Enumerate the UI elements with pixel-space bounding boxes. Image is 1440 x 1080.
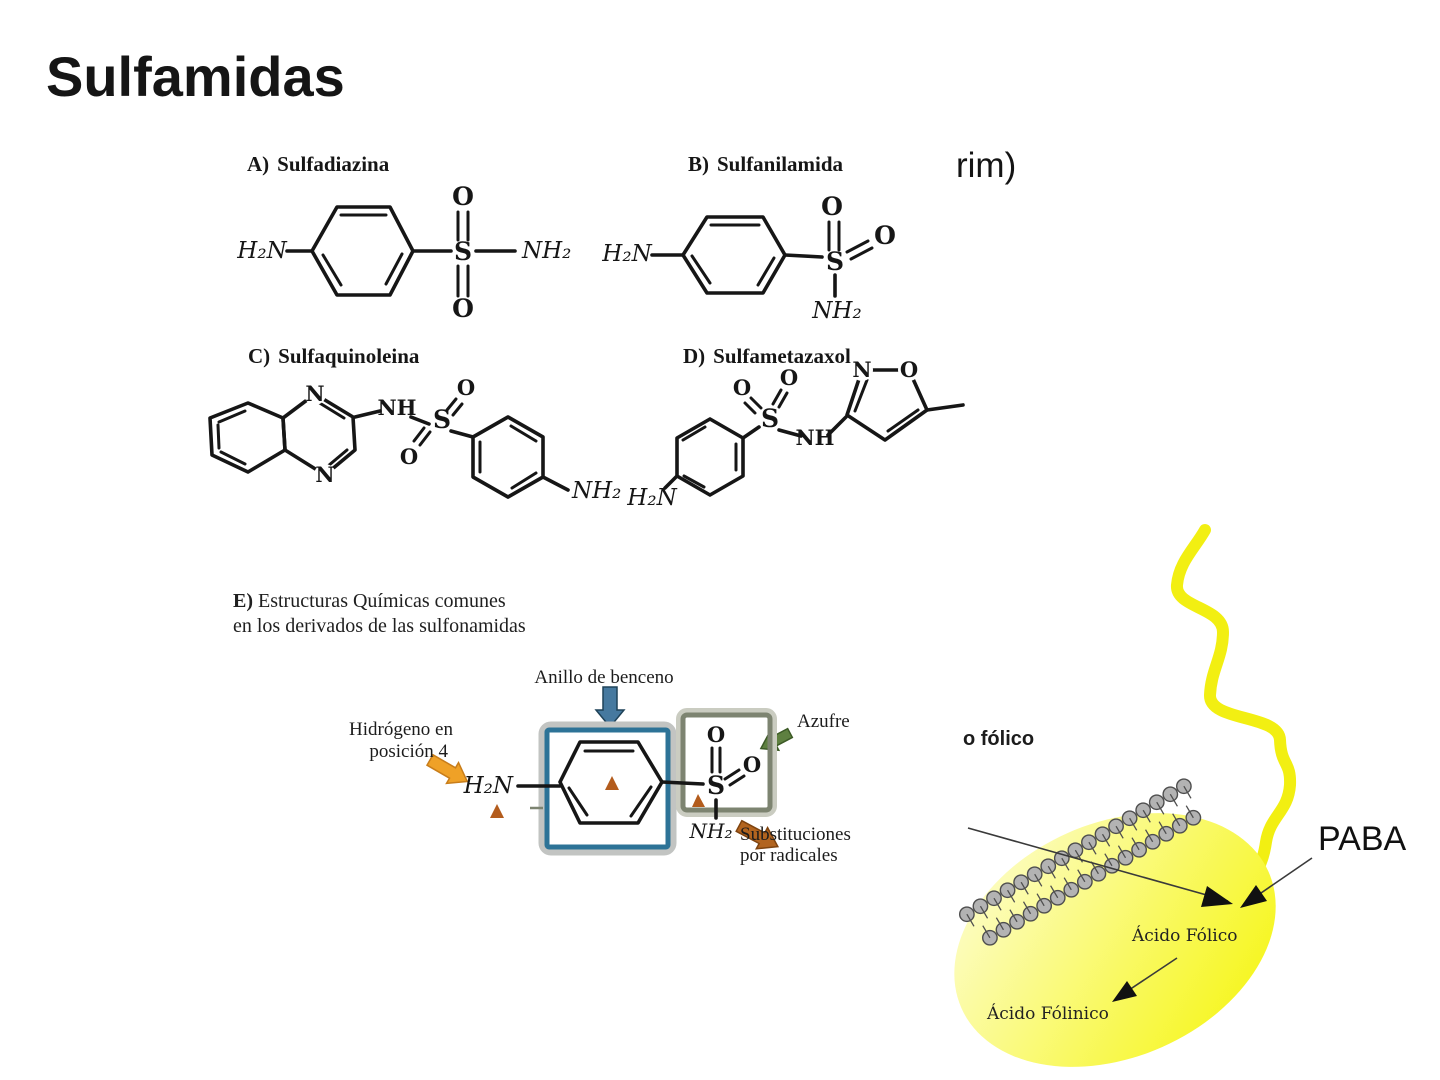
sulfanilamida-bonds (650, 215, 874, 298)
figure-e-caption: E) Estructuras Químicas comunes en los d… (233, 589, 526, 639)
figure-d-tag: D) (683, 344, 706, 368)
substitution-callout-arrow-icon (735, 819, 780, 850)
label-paba: PABA (1318, 820, 1407, 858)
annotation-hydrogen-line2: posición 4 (369, 741, 448, 762)
sulfametazaxol-bonds (663, 368, 965, 497)
figC-n-bottom-label: N (315, 462, 334, 487)
annotation-substitutions-line2: por radicales (740, 845, 838, 866)
annotation-substitutions-line1: Substituciones (740, 824, 851, 845)
figD-nh-label: NH (795, 425, 834, 450)
figE-o-right-label: O (743, 752, 761, 777)
bacteria-illustration: o fólico PABA Ácido Fólico Ácido Fólinic… (930, 500, 1440, 1080)
figure-e-diagram: H₂N O S O NH₂ Anillo de benceno Hidrógen… (340, 660, 915, 880)
figD-s-label: S (761, 404, 779, 433)
bacteria-cell-figure: o fólico PABA Ácido Fólico Ácido Fólinic… (954, 524, 1407, 1067)
figC-nh-label: NH (377, 395, 416, 420)
figE-bonds (516, 740, 746, 825)
figE-nh2-label: NH₂ (689, 819, 733, 843)
figD-ring-n-label: N (852, 357, 871, 382)
figE-s-label: S (707, 771, 725, 800)
sulfaquinoleina-structure: N N NH S O O NH₂ (208, 375, 621, 504)
annotation-sulfur: Azufre (797, 711, 850, 732)
figC-nh2-label: NH₂ (571, 478, 621, 504)
figA-nh2-label: NH₂ (521, 238, 571, 264)
figure-a-label: A)Sulfadiazina (247, 152, 390, 176)
folic-pointer-line (967, 827, 1229, 902)
figB-h2n-label: H₂N (601, 241, 652, 267)
sulfur-highlight-box (680, 712, 773, 813)
figC-o-top-label: O (457, 375, 475, 400)
figure-c-sulfaquinoleina: C)Sulfaquinoleina (190, 338, 650, 523)
figure-b-tag: B) (688, 152, 709, 176)
figure-d-sulfametazaxol: D)Sulfametazaxol (625, 340, 1045, 530)
marker-triangle-benzene-icon (605, 776, 619, 790)
figC-n-top-mask (304, 383, 326, 405)
folic-pointer-arrowhead-icon (1201, 886, 1233, 907)
marker-triangle-sulfur-icon (692, 794, 705, 807)
figure-c-label: C)Sulfaquinoleina (248, 344, 420, 368)
label-folico-partial: o fólico (963, 728, 1034, 750)
figure-a-sulfadiazina: A)Sulfadiazina H₂N S O O NH₂ (235, 148, 615, 333)
figD-ring-o-label: O (900, 357, 918, 382)
paba-pointer-arrowhead-icon (1240, 885, 1267, 908)
figure-e-caption-line1: Estructuras Químicas comunes (258, 590, 506, 612)
figure-b-label: B)Sulfanilamida (688, 152, 844, 176)
cell-body (954, 813, 1276, 1067)
figE-o-top-label: O (707, 722, 725, 747)
figE-h2n-label: H₂N (463, 773, 514, 799)
annotation-benzene-ring: Anillo de benceno (534, 667, 673, 688)
folinic-arrowhead-icon (1112, 981, 1137, 1002)
sulfanilamida-structure: H₂N S O O NH₂ (601, 192, 896, 324)
figure-d-label: D)Sulfametazaxol (683, 344, 851, 368)
benzene-callout-arrow-icon (594, 686, 626, 729)
figA-o-bottom-label: O (452, 294, 474, 323)
label-acido-folico: Ácido Fólico (1131, 925, 1238, 946)
slide-title: Sulfamidas (46, 45, 345, 108)
figure-e-tag: E) (233, 590, 253, 612)
sulfadiazina-structure: H₂N S O O NH₂ (236, 182, 571, 323)
flagellum (1171, 524, 1297, 878)
figure-b-sulfanilamida: B)Sulfanilamida H₂N S O O NH₂ (600, 148, 1030, 333)
figC-n-top-label: N (305, 381, 324, 406)
figD-ring-o-mask (898, 359, 920, 381)
benzene-box-shadow (538, 721, 677, 856)
figB-s-label: S (826, 247, 844, 276)
marker-triangle-position4-icon (490, 804, 504, 818)
sulfametazaxol-structure: H₂N S O O NH N O (626, 357, 965, 511)
sulfadiazina-bonds (285, 205, 517, 298)
figA-h2n-label: H₂N (236, 238, 287, 264)
figA-s-label: S (454, 237, 472, 266)
sulfonamide-common-structure-diagram: H₂N O S O NH₂ Anillo de benceno Hidrógen… (349, 667, 851, 866)
figC-n-bottom-mask (314, 464, 336, 486)
figB-o-top-label: O (821, 192, 843, 221)
label-acido-folinico: Ácido Fólinico (986, 1003, 1109, 1024)
annotation-hydrogen-line1: Hidrógeno en (349, 719, 453, 740)
figD-ring-n-mask (851, 359, 873, 381)
figD-h2n-label: H₂N (626, 485, 677, 511)
figB-nh2-label: NH₂ (811, 298, 861, 324)
figC-s-label: S (433, 405, 451, 434)
benzene-highlight-box (544, 727, 671, 850)
sulfur-box-shadow (676, 708, 777, 817)
figure-c-tag: C) (248, 344, 271, 368)
figB-o-right-label: O (874, 221, 896, 250)
figure-e-caption-line2: en los derivados de las sulfonamidas (233, 615, 526, 637)
lipid-bilayer-membrane (958, 778, 1202, 946)
figC-o-bottom-label: O (400, 444, 418, 469)
figA-o-top-label: O (452, 182, 474, 211)
figD-o-right-label: O (780, 365, 798, 390)
figD-o-left-label: O (733, 375, 751, 400)
hydrogen-callout-arrow-icon (425, 753, 469, 785)
figure-a-tag: A) (247, 152, 270, 176)
truncated-text-fragment: rim) (956, 146, 1017, 185)
